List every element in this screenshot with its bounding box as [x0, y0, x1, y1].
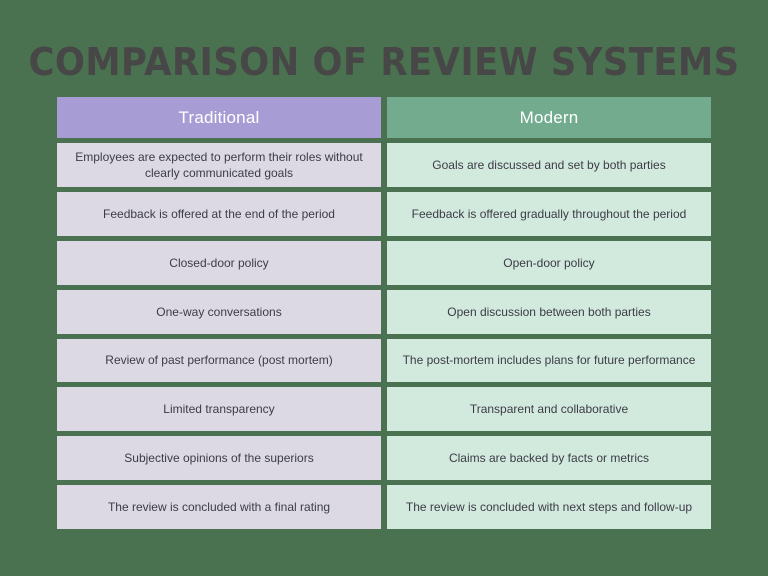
column-header-traditional: Traditional	[57, 97, 381, 138]
page-title: COMPARISON OF REVIEW SYSTEMS	[28, 40, 740, 84]
cell-modern: The review is concluded with next steps …	[387, 485, 711, 529]
cell-modern: Goals are discussed and set by both part…	[387, 143, 711, 187]
cell-traditional: Employees are expected to perform their …	[57, 143, 381, 187]
cell-modern: The post-mortem includes plans for futur…	[387, 338, 711, 383]
table-header-row: Traditional Modern	[57, 97, 711, 138]
table-body: Employees are expected to perform their …	[57, 143, 711, 529]
cell-modern: Transparent and collaborative	[387, 387, 711, 432]
cell-traditional: Closed-door policy	[57, 240, 381, 285]
table-row: Closed-door policy Open-door policy	[57, 240, 711, 285]
cell-modern: Open discussion between both parties	[387, 289, 711, 334]
cell-traditional: Subjective opinions of the superiors	[57, 436, 381, 481]
column-header-modern: Modern	[387, 97, 711, 138]
comparison-table: Traditional Modern Employees are expecte…	[57, 97, 711, 529]
table-row: The review is concluded with a final rat…	[57, 485, 711, 529]
table-row: One-way conversations Open discussion be…	[57, 289, 711, 334]
cell-traditional: Feedback is offered at the end of the pe…	[57, 191, 381, 236]
table-row: Limited transparency Transparent and col…	[57, 387, 711, 432]
cell-traditional: One-way conversations	[57, 289, 381, 334]
cell-modern: Claims are backed by facts or metrics	[387, 436, 711, 481]
cell-traditional: Limited transparency	[57, 387, 381, 432]
table-row: Feedback is offered at the end of the pe…	[57, 191, 711, 236]
cell-modern: Feedback is offered gradually throughout…	[387, 191, 711, 236]
table-row: Subjective opinions of the superiors Cla…	[57, 436, 711, 481]
cell-traditional: The review is concluded with a final rat…	[57, 485, 381, 529]
table-row: Employees are expected to perform their …	[57, 143, 711, 187]
table-row: Review of past performance (post mortem)…	[57, 338, 711, 383]
cell-modern: Open-door policy	[387, 240, 711, 285]
cell-traditional: Review of past performance (post mortem)	[57, 338, 381, 383]
